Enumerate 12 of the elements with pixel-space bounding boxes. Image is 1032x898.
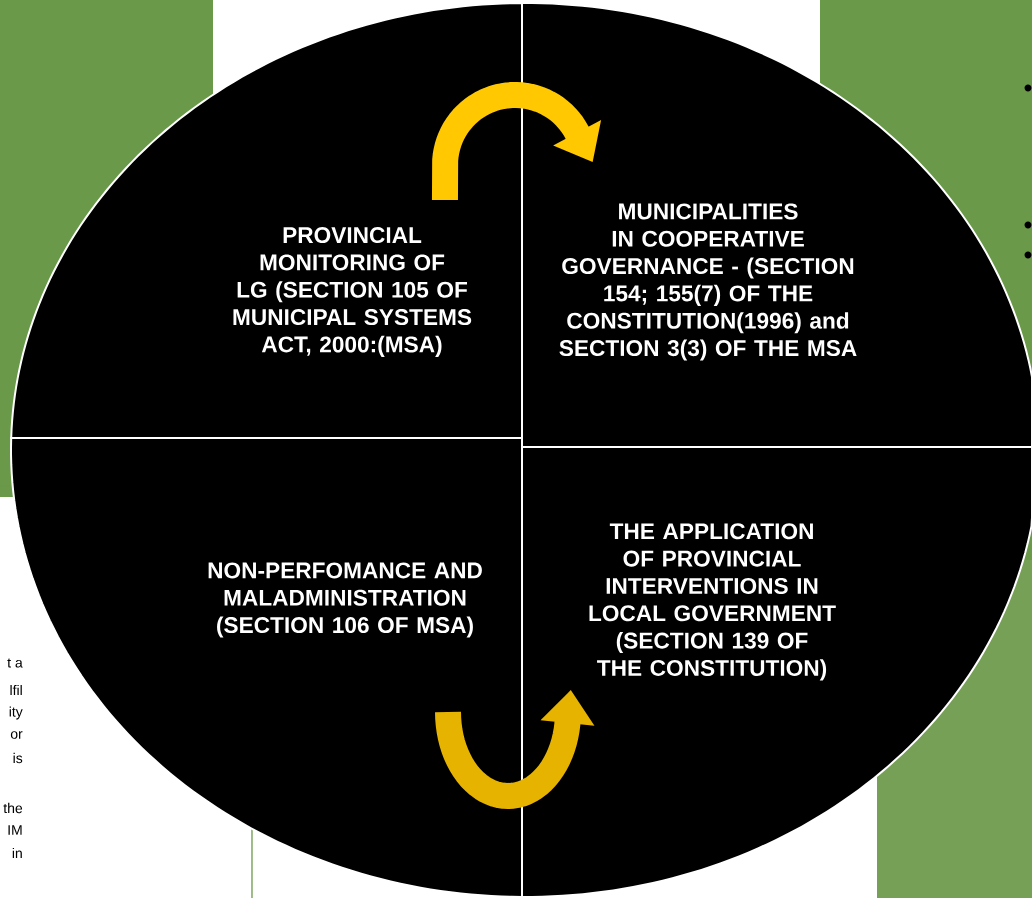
text-fragment: is <box>13 752 23 764</box>
text-fragment: ity <box>9 706 23 720</box>
section-text: PROVINCIAL MONITORING OF LG (SECTION 105 OF MUNICIPAL SYSTEMS ACT, 2000:(MSA) <box>233 227 472 357</box>
section-text: THE APPLICATION OF PROVINCIAL INTERVENTIONS IN LOCAL GOVERNMENT (SECTION 139 OF THE CONSTITUTION) <box>589 523 836 681</box>
text-fragment: IM <box>8 825 22 835</box>
text-fragment: in <box>12 847 22 859</box>
section-text: NON-PERFOMANCE AND MALADMINISTRATION (SECTION 106 OF MSA) <box>208 562 482 638</box>
section-text: MUNICIPALITIES IN COOPERATIVE GOVERNANCE - (SECTION 154; 155(7) OF THE CONSTITUTION(1996) and SECTION 3(3) OF THE MSA <box>559 203 857 361</box>
text-fragment: the <box>3 802 23 814</box>
text-fragment: t a <box>7 658 23 668</box>
text-fragment: lfil <box>10 684 22 696</box>
text-fragment: or <box>10 731 23 739</box>
